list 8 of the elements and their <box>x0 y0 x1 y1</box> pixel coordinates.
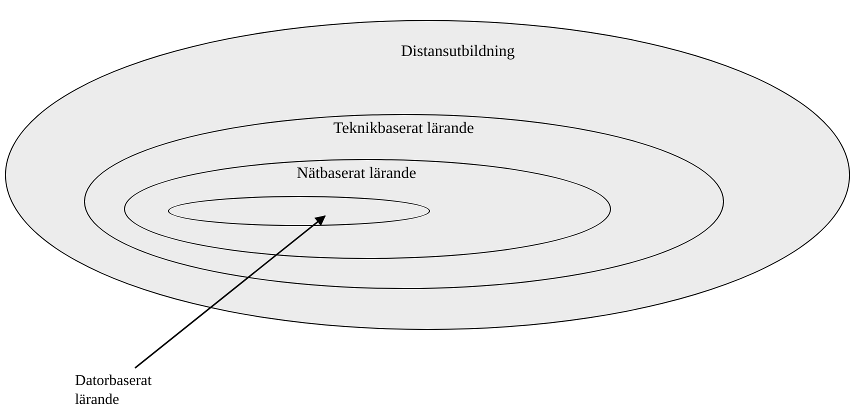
ellipse-label: Teknikbaserat lärande <box>333 120 474 138</box>
inner-ellipse <box>124 158 611 259</box>
ellipse-label: Nätbaserat lärande <box>296 164 416 183</box>
arrow <box>134 215 326 369</box>
middle-ellipse <box>84 114 724 290</box>
innermost-ellipse <box>168 196 430 226</box>
ellipse-label: Distansutbildning <box>401 43 515 61</box>
callout-label: Datorbaserat lärande <box>75 372 153 409</box>
